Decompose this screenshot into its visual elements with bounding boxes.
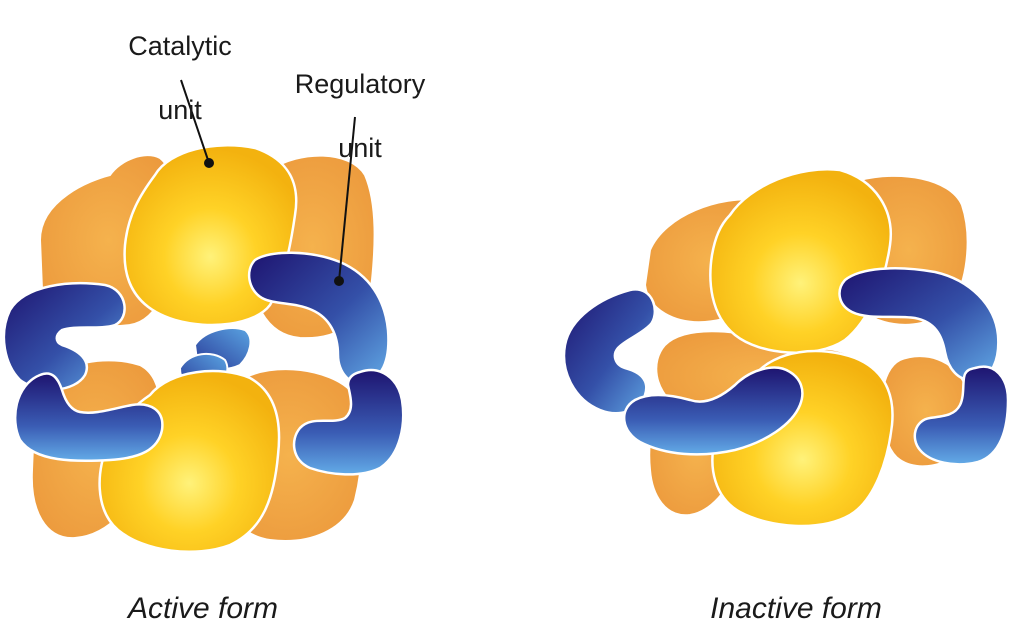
active-form-caption: Active form bbox=[127, 592, 279, 625]
regulatory-leader-line bbox=[338, 116, 356, 282]
catalytic-label-line1: Catalytic bbox=[128, 31, 232, 61]
inactive-form-caption: Inactive form bbox=[710, 592, 882, 625]
inactive-regulatory-unit-right-lower bbox=[913, 365, 1010, 466]
active-regulatory-unit-left-lower bbox=[13, 372, 164, 463]
inactive-form-complex bbox=[562, 168, 1010, 528]
active-form-complex bbox=[2, 144, 405, 554]
inactive-yellow-catalytic-top bbox=[709, 168, 892, 354]
regulatory-label-line2: unit bbox=[338, 133, 382, 163]
active-regulatory-unit-left bbox=[2, 282, 126, 391]
active-regulatory-unit-right-lower bbox=[292, 368, 405, 476]
catalytic-label-line2: unit bbox=[158, 95, 202, 125]
regulatory-leader-dot bbox=[334, 276, 344, 286]
catalytic-leader-line bbox=[180, 79, 210, 164]
regulatory-unit-label: Regulatory unit bbox=[275, 36, 445, 196]
inactive-regulatory-unit-left bbox=[562, 288, 657, 415]
catalytic-leader-dot bbox=[204, 158, 214, 168]
regulatory-label-line1: Regulatory bbox=[294, 69, 426, 99]
leader-lines bbox=[180, 79, 356, 286]
catalytic-unit-label: Catalytic unit bbox=[100, 0, 260, 158]
inactive-regulatory-unit-center bbox=[623, 366, 804, 456]
